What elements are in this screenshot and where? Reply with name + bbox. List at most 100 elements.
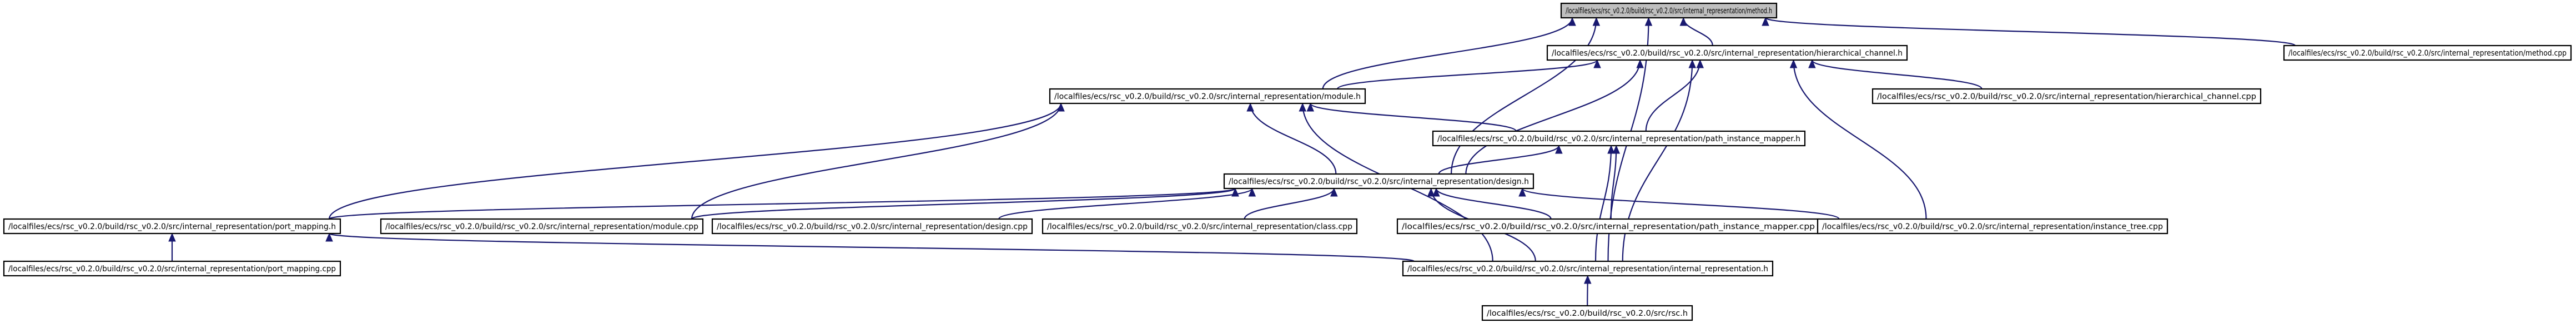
arrowhead <box>1607 145 1615 154</box>
node-port-mapping-cpp[interactable]: /localfiles/ecs/rsc_v0.2.0/build/rsc_v0.… <box>3 260 341 277</box>
arrowhead <box>325 232 333 242</box>
node-box[interactable] <box>2283 44 2572 61</box>
node-label[interactable]: /localfiles/ecs/rsc_v0.2.0/build/rsc_v0.… <box>717 222 1028 231</box>
node-label[interactable]: /localfiles/ecs/rsc_v0.2.0/build/rsc_v0.… <box>8 265 336 274</box>
node-label[interactable]: /localfiles/ecs/rsc_v0.2.0/build/rsc_v0.… <box>1229 177 1529 186</box>
node-label[interactable]: /localfiles/ecs/rsc_v0.2.0/build/rsc_v0.… <box>8 222 336 231</box>
edge-line <box>1465 59 1641 175</box>
node-box[interactable] <box>1546 44 1908 61</box>
node-label[interactable]: /localfiles/ecs/rsc_v0.2.0/build/rsc_v0.… <box>1822 222 2163 231</box>
node-label[interactable]: /localfiles/ecs/rsc_v0.2.0/build/rsc_v0.… <box>1487 309 1688 318</box>
node-design-h[interactable]: /localfiles/ecs/rsc_v0.2.0/build/rsc_v0.… <box>1223 173 1534 190</box>
arrowhead <box>1644 17 1653 26</box>
edge-line <box>1250 103 1337 175</box>
edge-internal-representation-h-to-port-mapping-h <box>325 232 1415 262</box>
node-box[interactable] <box>1481 305 1693 321</box>
edge-port-mapping-h-to-design-h <box>328 187 1239 220</box>
node-label[interactable]: /localfiles/ecs/rsc_v0.2.0/build/rsc_v0.… <box>385 222 698 231</box>
node-box[interactable] <box>3 260 341 277</box>
node-label[interactable]: /localfiles/ecs/rsc_v0.2.0/build/rsc_v0.… <box>1054 92 1361 101</box>
edge-module-cpp-to-module-h <box>691 102 1065 220</box>
edge-path-instance-mapper-cpp-to-path-instance-mapper-h <box>1610 145 1621 220</box>
arrowhead <box>1688 59 1697 68</box>
edge-rsc-h-to-internal-representation-h <box>1583 275 1592 306</box>
arrowhead <box>1555 145 1563 154</box>
edge-line <box>1435 188 1552 220</box>
node-label[interactable]: /localfiles/ecs/rsc_v0.2.0/build/rsc_v0.… <box>1407 265 1768 274</box>
node-hierarchical-channel-cpp[interactable]: /localfiles/ecs/rsc_v0.2.0/build/rsc_v0.… <box>1871 88 2262 105</box>
node-box[interactable] <box>1560 2 1778 19</box>
edge-line <box>1451 17 1597 175</box>
arrowhead <box>1518 187 1526 197</box>
edge-line <box>1244 188 1335 220</box>
node-rsc-h[interactable]: /localfiles/ecs/rsc_v0.2.0/build/rsc_v0.… <box>1481 305 1693 321</box>
arrowhead <box>1808 59 1816 68</box>
node-method-cpp[interactable]: /localfiles/ecs/rsc_v0.2.0/build/rsc_v0.… <box>2283 44 2572 61</box>
node-box[interactable] <box>1871 88 2262 105</box>
node-box[interactable] <box>1402 260 1774 277</box>
edge-layer <box>168 17 2296 306</box>
node-label[interactable]: /localfiles/ecs/rsc_v0.2.0/build/rsc_v0.… <box>1566 7 1772 16</box>
node-box[interactable] <box>1042 218 1358 235</box>
edge-path-instance-mapper-h-to-hierarchical-channel-h <box>1645 59 1704 132</box>
node-label[interactable]: /localfiles/ecs/rsc_v0.2.0/build/rsc_v0.… <box>2288 49 2567 58</box>
node-box[interactable] <box>1432 130 1806 147</box>
edge-hierarchical-channel-h-to-method-h <box>1679 17 1713 46</box>
edge-path-instance-mapper-h-to-module-h <box>1306 102 1517 132</box>
node-label[interactable]: /localfiles/ecs/rsc_v0.2.0/build/rsc_v0.… <box>1402 222 1815 231</box>
arrowhead <box>1568 17 1576 26</box>
node-internal-representation-h[interactable]: /localfiles/ecs/rsc_v0.2.0/build/rsc_v0.… <box>1402 260 1774 277</box>
node-module-cpp[interactable]: /localfiles/ecs/rsc_v0.2.0/build/rsc_v0.… <box>380 218 704 235</box>
edge-line <box>1610 145 1617 220</box>
node-hierarchical-channel-h[interactable]: /localfiles/ecs/rsc_v0.2.0/build/rsc_v0.… <box>1546 44 1908 61</box>
node-label[interactable]: /localfiles/ecs/rsc_v0.2.0/build/rsc_v0.… <box>1552 49 1903 58</box>
node-method-h[interactable]: /localfiles/ecs/rsc_v0.2.0/build/rsc_v0.… <box>1560 2 1778 19</box>
edge-line <box>1438 145 1559 175</box>
node-layer: /localfiles/ecs/rsc_v0.2.0/build/rsc_v0.… <box>3 2 2572 321</box>
node-box[interactable] <box>1396 218 1820 235</box>
arrowhead <box>1593 59 1601 68</box>
arrowhead <box>1696 59 1704 68</box>
arrowhead <box>1636 59 1644 68</box>
edge-module-h-to-method-h <box>1322 17 1576 90</box>
edge-design-h-to-method-h <box>1451 17 1601 175</box>
arrowhead <box>1299 102 1307 112</box>
node-path-instance-mapper-cpp[interactable]: /localfiles/ecs/rsc_v0.2.0/build/rsc_v0.… <box>1396 218 1820 235</box>
node-port-mapping-h[interactable]: /localfiles/ecs/rsc_v0.2.0/build/rsc_v0.… <box>3 218 341 235</box>
node-label[interactable]: /localfiles/ecs/rsc_v0.2.0/build/rsc_v0.… <box>1877 92 2256 101</box>
edge-line <box>1310 102 1517 132</box>
node-class-cpp[interactable]: /localfiles/ecs/rsc_v0.2.0/build/rsc_v0.… <box>1042 218 1358 235</box>
arrowhead <box>1432 187 1440 197</box>
node-box[interactable] <box>1049 88 1366 105</box>
node-box[interactable] <box>711 218 1033 235</box>
arrowhead <box>1583 275 1592 284</box>
arrowhead <box>1592 17 1601 26</box>
edge-internal-representation-h-to-path-instance-mapper-h <box>1594 145 1615 262</box>
edge-line <box>1645 59 1701 132</box>
edge-line <box>1336 59 1598 90</box>
node-instance-tree-cpp[interactable]: /localfiles/ecs/rsc_v0.2.0/build/rsc_v0.… <box>1817 218 2169 235</box>
edge-line <box>691 103 1062 220</box>
node-design-cpp[interactable]: /localfiles/ecs/rsc_v0.2.0/build/rsc_v0.… <box>711 218 1033 235</box>
edge-line <box>1594 145 1612 262</box>
node-box[interactable] <box>1817 218 2169 235</box>
node-module-h[interactable]: /localfiles/ecs/rsc_v0.2.0/build/rsc_v0.… <box>1049 88 1366 105</box>
edge-line <box>691 187 1236 220</box>
node-box[interactable] <box>1223 173 1534 190</box>
arrowhead <box>1330 187 1338 197</box>
node-label[interactable]: /localfiles/ecs/rsc_v0.2.0/build/rsc_v0.… <box>1437 135 1800 143</box>
arrowhead <box>1246 102 1254 112</box>
edge-path-instance-mapper-cpp-to-design-h <box>1432 187 1552 220</box>
node-box[interactable] <box>380 218 704 235</box>
edge-design-h-to-hierarchical-channel-h <box>1465 59 1644 175</box>
arrowhead <box>1679 17 1688 26</box>
edge-line <box>328 103 1062 220</box>
edge-line <box>1683 17 1713 46</box>
node-path-instance-mapper-h[interactable]: /localfiles/ecs/rsc_v0.2.0/build/rsc_v0.… <box>1432 130 1806 147</box>
node-box[interactable] <box>3 218 341 235</box>
edge-design-cpp-to-design-h <box>998 187 1256 220</box>
node-label[interactable]: /localfiles/ecs/rsc_v0.2.0/build/rsc_v0.… <box>1047 222 1352 231</box>
arrowhead <box>1427 187 1435 197</box>
edge-line <box>328 187 1236 220</box>
